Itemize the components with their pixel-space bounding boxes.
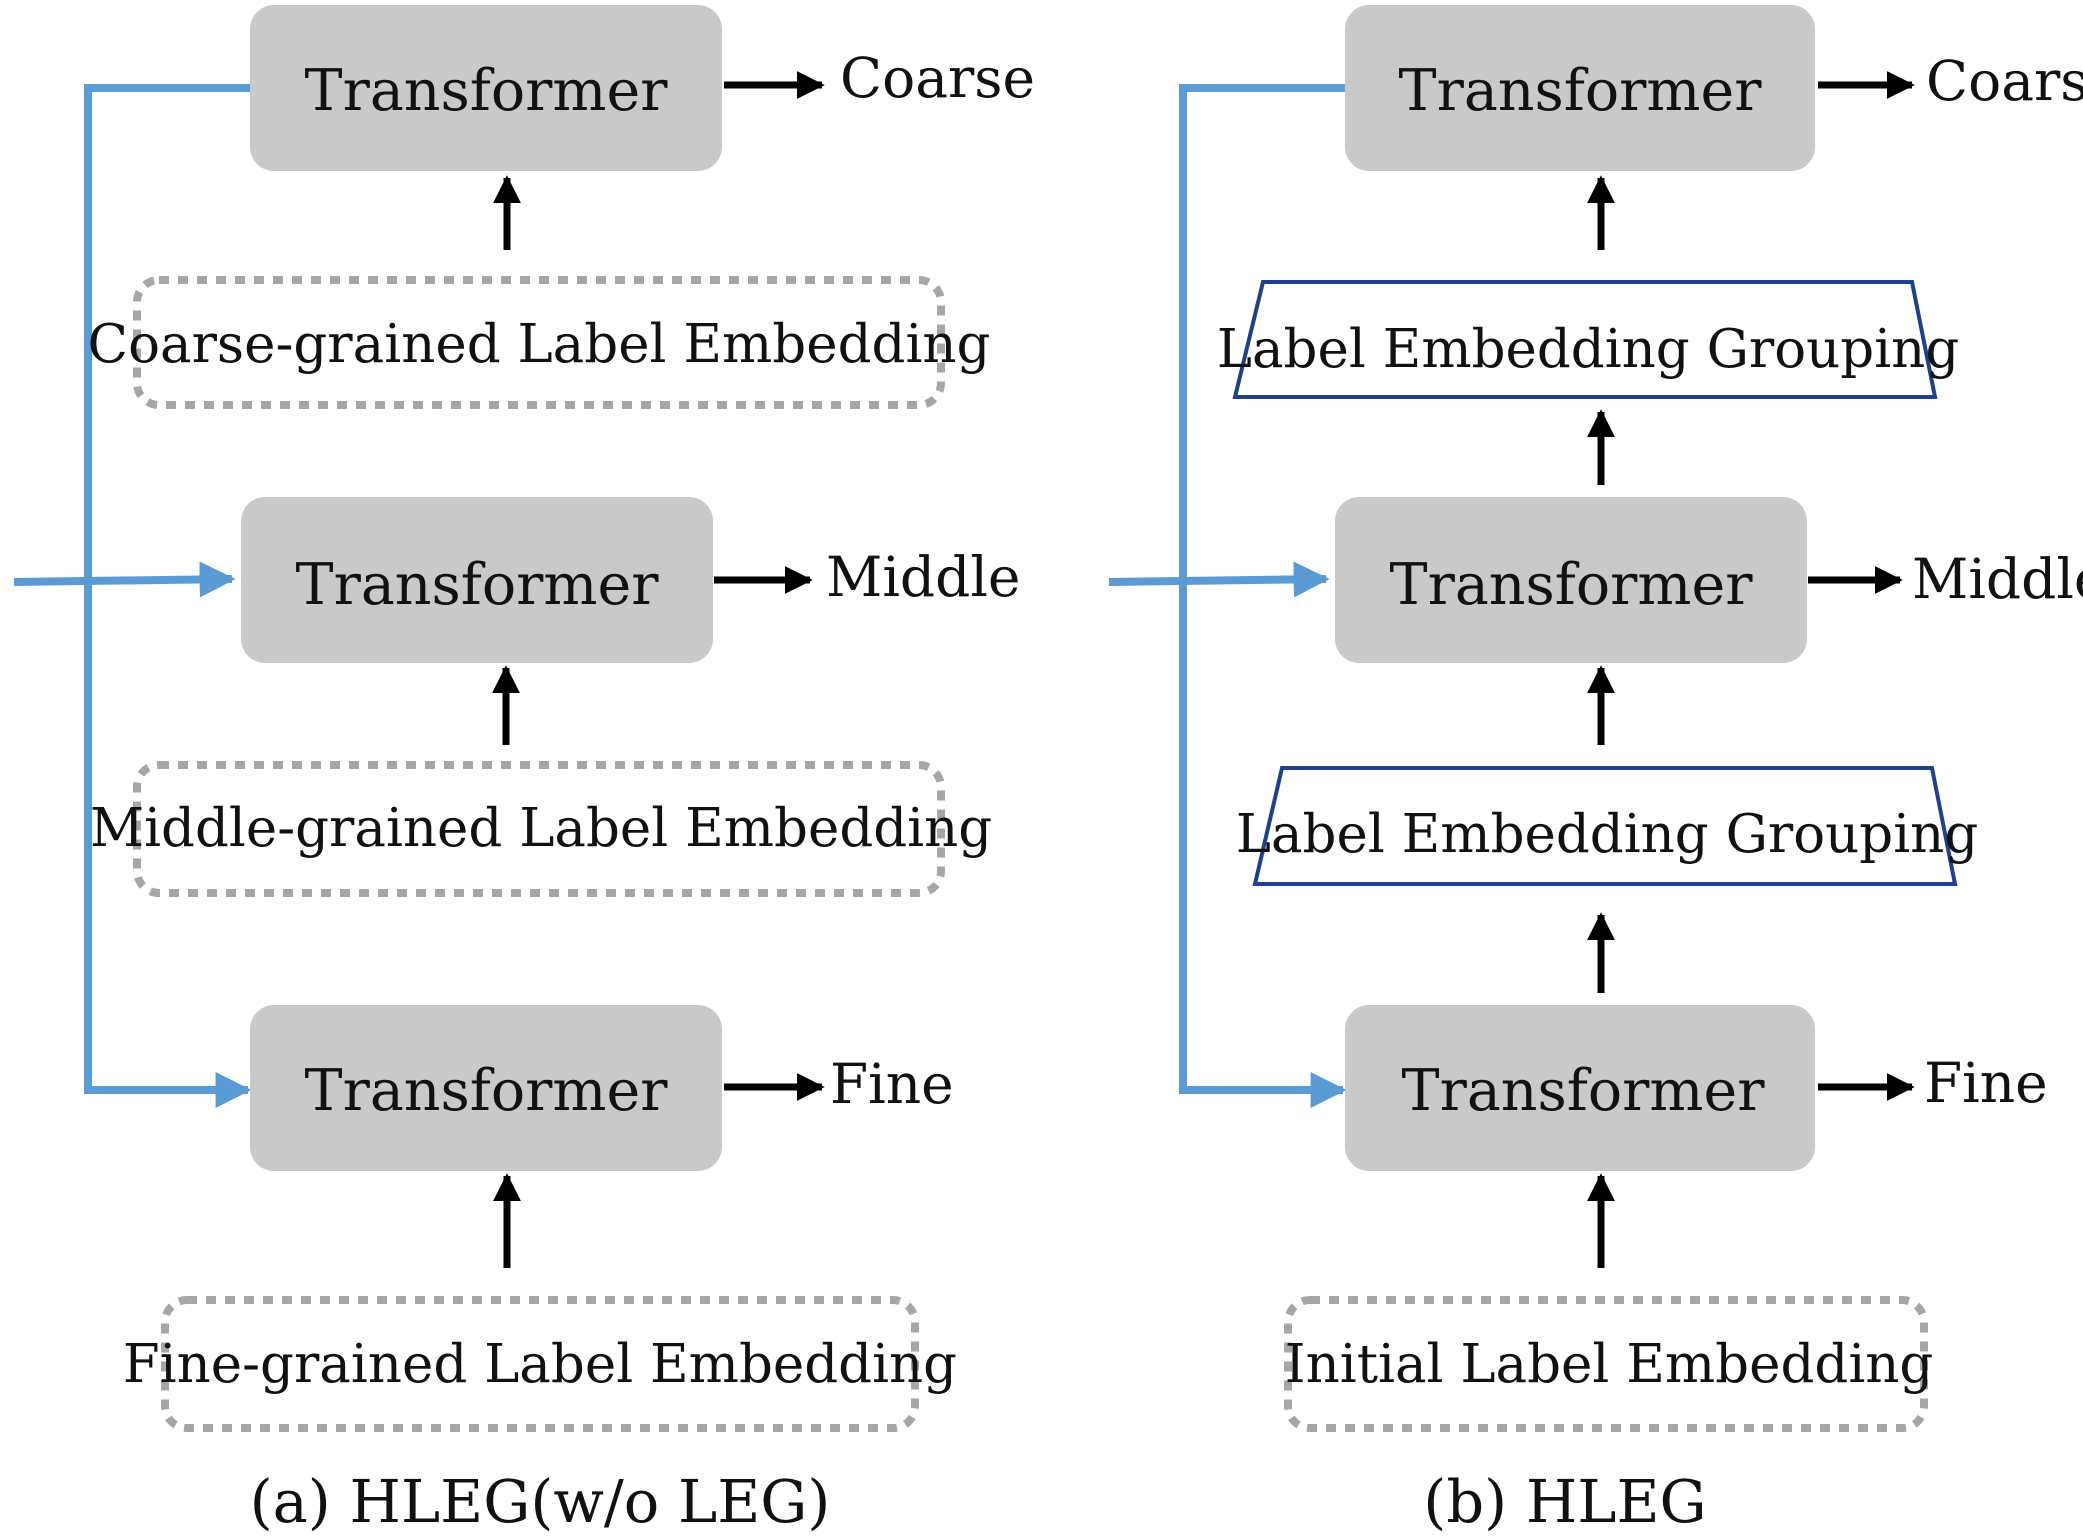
- skip-connection-input-arrow: [13, 561, 236, 598]
- panel-a: Transformer Transformer Transformer Coar…: [13, 5, 1035, 1536]
- embedding-box-initial: Initial Label Embedding: [1284, 1296, 1934, 1432]
- transformer-block-coarse: Transformer: [250, 5, 722, 171]
- transformer-block-fine: Transformer: [250, 1005, 722, 1171]
- grouping-label: Label Embedding Grouping: [1236, 804, 1979, 865]
- embedding-box-coarse: Coarse-grained Label Embedding: [88, 276, 991, 409]
- skip-connection-input-arrow: [1108, 561, 1330, 598]
- skip-connection-line: [1179, 84, 1347, 1108]
- output-label-middle: Middle: [1912, 547, 2083, 611]
- output-label-coarse: Coarse: [1926, 49, 2083, 113]
- transformer-label: Transformer: [1399, 58, 1763, 124]
- skip-connection-line: [84, 84, 252, 1108]
- output-label-fine: Fine: [1924, 1051, 2048, 1115]
- transformer-block-fine: Transformer: [1345, 1005, 1815, 1171]
- embedding-label: Fine-grained Label Embedding: [123, 1334, 957, 1395]
- label-embedding-grouping-upper: Label Embedding Grouping: [1217, 280, 1960, 399]
- transformer-block-middle: Transformer: [1335, 497, 1807, 663]
- panel-caption: (b) HLEG: [1423, 1467, 1706, 1533]
- panel-b: Transformer Transformer Transformer Coar…: [1108, 5, 2083, 1536]
- embedding-box-fine: Fine-grained Label Embedding: [123, 1296, 957, 1432]
- transformer-label: Transformer: [296, 552, 660, 618]
- transformer-block-middle: Transformer: [241, 497, 713, 663]
- output-label-coarse: Coarse: [840, 46, 1035, 110]
- grouping-label: Label Embedding Grouping: [1217, 319, 1960, 380]
- embedding-box-middle: Middle-grained Label Embedding: [90, 761, 992, 897]
- label-embedding-grouping-lower: Label Embedding Grouping: [1236, 766, 1979, 886]
- transformer-label: Transformer: [1390, 552, 1754, 618]
- embedding-label: Coarse-grained Label Embedding: [88, 314, 991, 375]
- transformer-block-coarse: Transformer: [1345, 5, 1815, 171]
- transformer-label: Transformer: [305, 1058, 669, 1124]
- embedding-label: Middle-grained Label Embedding: [90, 798, 992, 859]
- transformer-label: Transformer: [1402, 1058, 1766, 1124]
- panel-caption: (a) HLEG(w/o LEG): [250, 1467, 831, 1533]
- output-label-fine: Fine: [830, 1052, 954, 1116]
- embedding-label: Initial Label Embedding: [1285, 1334, 1934, 1395]
- transformer-label: Transformer: [305, 58, 669, 124]
- output-label-middle: Middle: [826, 545, 1020, 609]
